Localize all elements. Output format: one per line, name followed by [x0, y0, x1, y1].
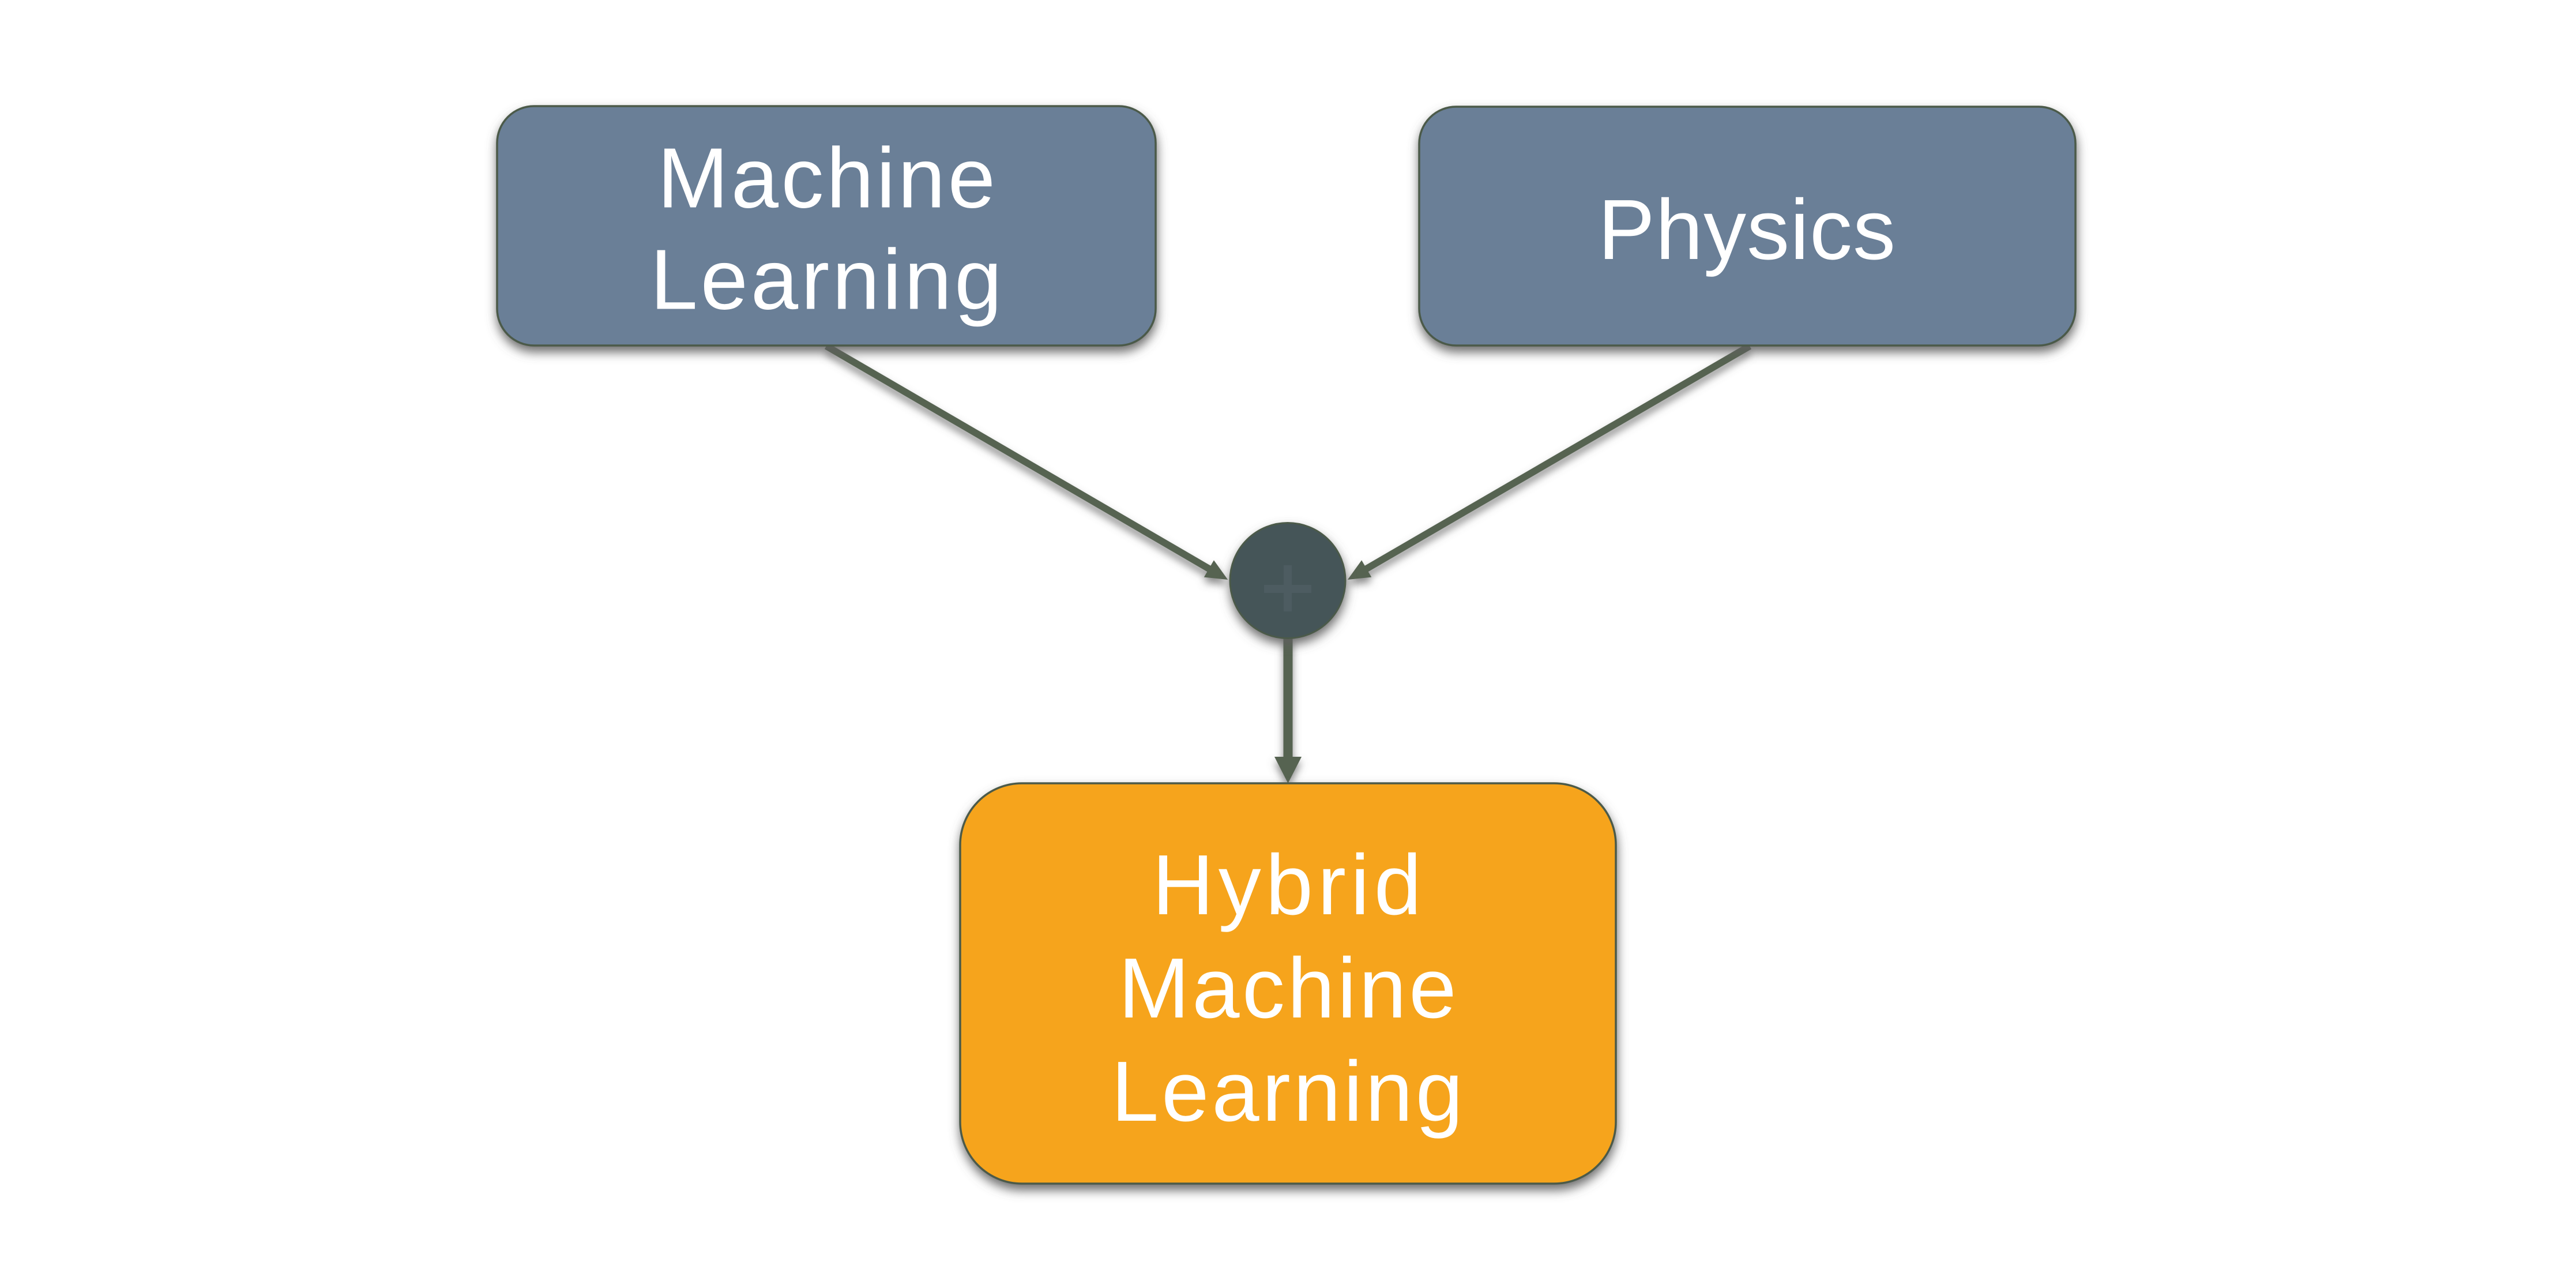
svg-text:Machine: Machine — [1119, 941, 1457, 1036]
svg-text:Learning: Learning — [1111, 1044, 1463, 1139]
svg-text:Hybrid: Hybrid — [1152, 838, 1421, 933]
svg-text:Physics: Physics — [1598, 182, 1896, 277]
svg-text:Learning: Learning — [650, 232, 1002, 328]
svg-text:Machine: Machine — [657, 131, 995, 226]
